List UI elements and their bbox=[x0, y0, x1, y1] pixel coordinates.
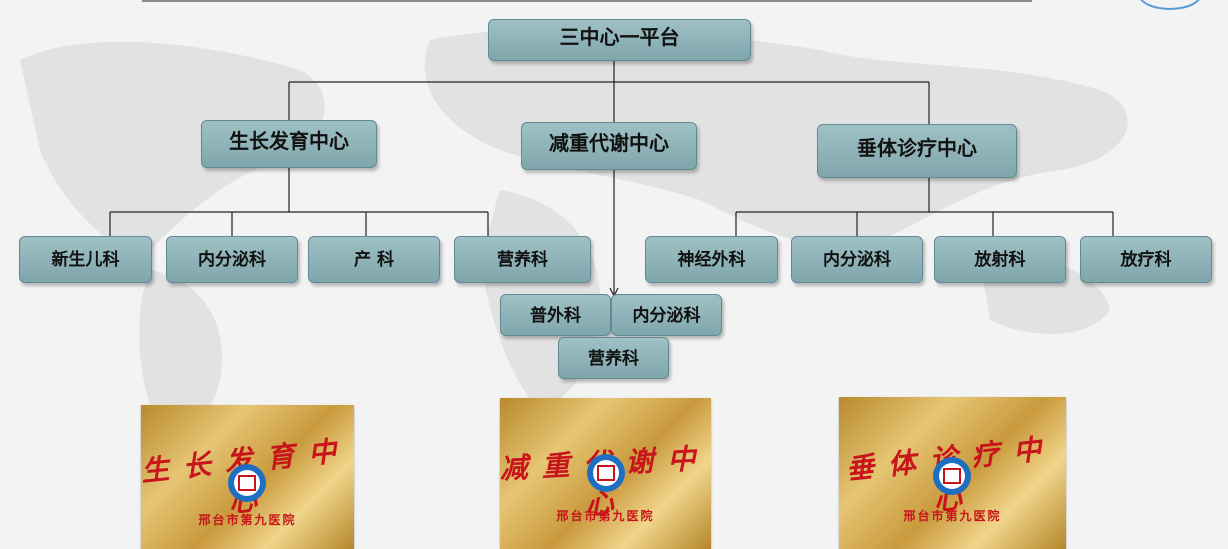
dept-node: 内分泌科 bbox=[611, 294, 722, 336]
dept-node: 内分泌科 bbox=[791, 236, 923, 283]
root-node: 三中心一平台 bbox=[488, 19, 751, 61]
plaque-hospital-name: 邢台市第九医院 bbox=[556, 509, 655, 523]
plaque-hospital-name: 邢台市第九医院 bbox=[903, 509, 1002, 523]
dept-node: 放疗科 bbox=[1080, 236, 1212, 283]
dept-node: 营养科 bbox=[558, 337, 669, 379]
dept-node: 放射科 bbox=[934, 236, 1066, 283]
hospital-emblem-icon bbox=[587, 454, 625, 492]
dept-node: 神经外科 bbox=[645, 236, 778, 283]
dept-node: 新生儿科 bbox=[19, 236, 152, 283]
hospital-emblem-icon bbox=[933, 457, 971, 495]
dept-node: 内分泌科 bbox=[166, 236, 298, 283]
plaque-hospital-name: 邢台市第九医院 bbox=[198, 513, 297, 527]
plaque-growth-center: 生长发育中心 邢台市第九医院 bbox=[139, 405, 354, 549]
dept-node: 营养科 bbox=[454, 236, 591, 283]
center-node-weight: 减重代谢中心 bbox=[521, 122, 697, 170]
center-node-pituitary: 垂体诊疗中心 bbox=[817, 124, 1017, 178]
dept-node: 普外科 bbox=[500, 294, 611, 336]
center-node-growth: 生长发育中心 bbox=[201, 120, 377, 168]
hospital-emblem-icon bbox=[228, 464, 266, 502]
plaque-pituitary-center: 垂体诊疗中心 邢台市第九医院 bbox=[839, 397, 1066, 549]
plaque-weight-center: 减重代谢中心 邢台市第九医院 bbox=[499, 398, 711, 549]
dept-node: 产 科 bbox=[308, 236, 440, 283]
top-rule bbox=[142, 0, 1032, 2]
